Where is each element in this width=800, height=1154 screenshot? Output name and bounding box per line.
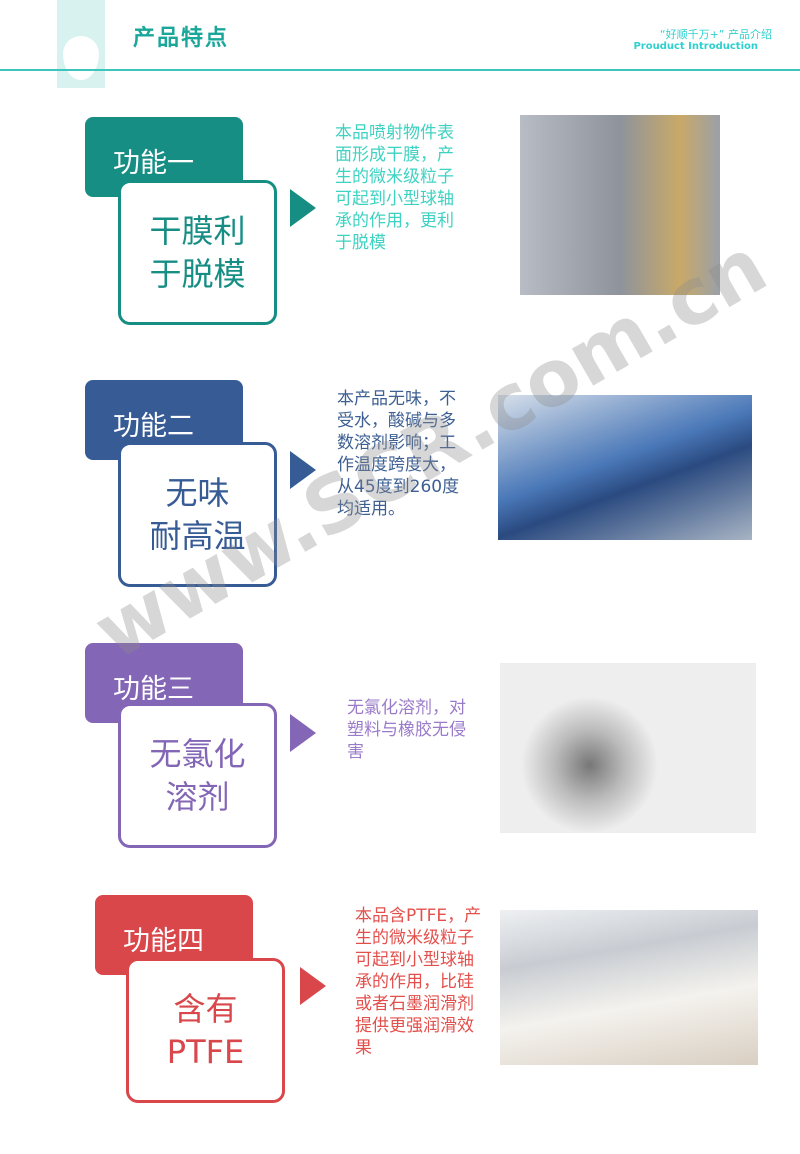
feature-title-line2: 耐高温: [149, 516, 246, 555]
brand-text: “好顺千万+” 产品介绍: [659, 28, 772, 41]
brand-english: Prouduct Introduction: [633, 41, 758, 52]
feature-title-box: 无味 耐高温: [118, 442, 277, 587]
page-title: 产品特点: [133, 26, 230, 51]
feature-description: 本产品无味，不受水，酸碱与多数溶剂影响；工作温度跨度大，从45度到260度均适用…: [337, 389, 460, 519]
drop-icon: [63, 36, 99, 80]
feature-title-line1: 无氯化: [149, 734, 246, 773]
feature-description: 本品含PTFE，产生的微米级粒子可起到小型球轴承的作用，比硅或者石墨润滑剂提供更…: [355, 906, 482, 1058]
feature-title-line1: 干膜利: [149, 211, 246, 250]
feature-description: 本品喷射物件表面形成干膜，产生的微米级粒子可起到小型球轴承的作用，更利于脱模: [335, 123, 454, 253]
feature-title-line2: 溶剂: [165, 777, 230, 816]
feature-title-line2: 于脱模: [149, 254, 246, 293]
feature-photo: [500, 910, 758, 1065]
feature-tag: 功能二: [85, 380, 243, 460]
header-decoration: [57, 0, 105, 88]
feature-title-box: 含有 PTFE: [126, 958, 285, 1103]
feature-title-box: 无氯化 溶剂: [118, 703, 277, 848]
arrow-icon: [300, 967, 326, 1005]
feature-description: 无氯化溶剂，对塑料与橡胶无侵害: [347, 698, 466, 762]
feature-title-box: 干膜利 于脱模: [118, 180, 277, 325]
header-divider: [0, 69, 800, 71]
arrow-icon: [290, 451, 316, 489]
feature-title-line1: 含有: [173, 989, 238, 1028]
feature-photo: [498, 395, 752, 540]
feature-photo: [500, 663, 756, 833]
arrow-icon: [290, 189, 316, 227]
feature-title-line2: PTFE: [166, 1032, 245, 1071]
feature-title-line1: 无味: [165, 473, 230, 512]
arrow-icon: [290, 714, 316, 752]
feature-photo: [520, 115, 720, 295]
